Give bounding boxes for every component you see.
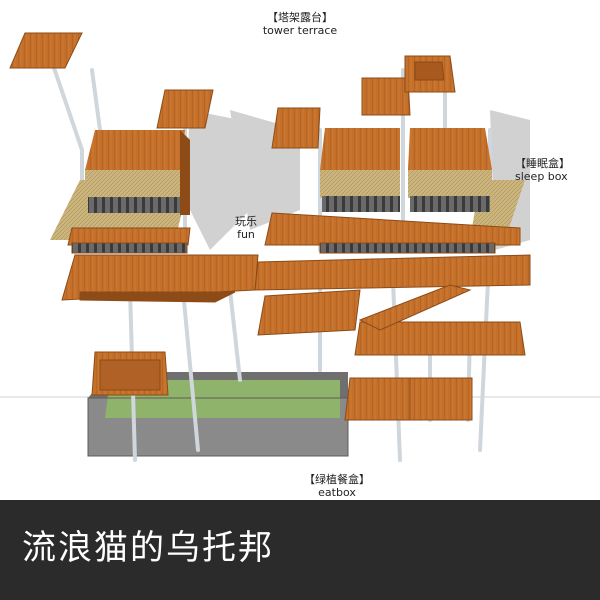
label-eatbox-cn: 【绿植餐盒】	[304, 473, 370, 486]
title-bar: 流浪猫的乌托邦	[0, 500, 600, 600]
label-sleep-box-en: sleep box	[515, 170, 568, 183]
middle-deck	[67, 212, 521, 254]
label-fun-cn: 玩乐	[235, 215, 257, 228]
label-fun-en: fun	[237, 228, 255, 241]
label-tower-terrace: 【塔架露台】 tower terrace	[263, 11, 337, 37]
feeding-box	[91, 351, 169, 396]
label-sleep-box-cn: 【睡眠盒】	[515, 157, 570, 170]
label-fun: 玩乐 fun	[235, 215, 257, 241]
label-tower-terrace-en: tower terrace	[262, 24, 338, 37]
page-title: 流浪猫的乌托邦	[22, 528, 274, 568]
lower-right-boxes	[344, 377, 473, 421]
tower-platforms	[9, 32, 456, 149]
label-eatbox: 【绿植餐盒】 eatbox	[304, 473, 370, 499]
cat-utopia-illustration	[0, 32, 600, 462]
label-sleep-box: 【睡眠盒】 sleep box	[515, 157, 570, 183]
label-eatbox-en: eatbox	[318, 486, 356, 499]
main-walkway	[61, 254, 531, 356]
label-tower-terrace-cn: 【塔架露台】	[266, 11, 333, 24]
left-sleep-box	[85, 130, 190, 215]
right-sleep-boxes	[320, 128, 492, 212]
